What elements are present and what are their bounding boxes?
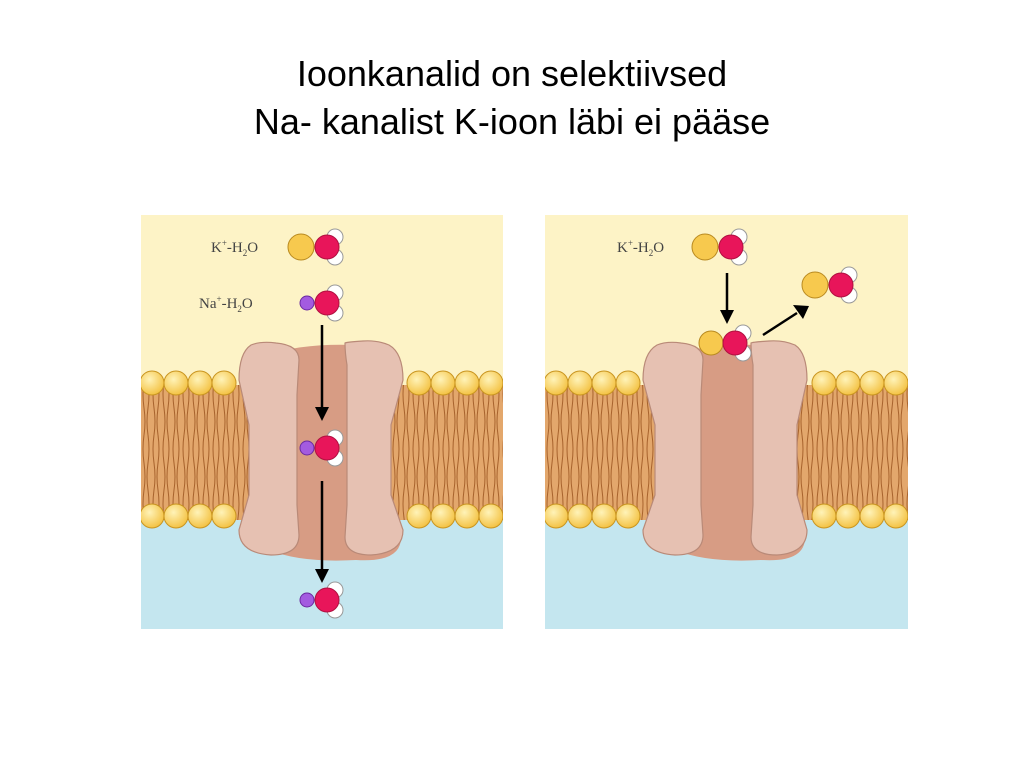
na-water-suffix: O — [242, 296, 253, 312]
k-ion-hydrated-label: K+-H2O — [617, 238, 664, 258]
title-line-1: Ioonkanalid on selektiivsed — [296, 53, 728, 94]
na-channel-panel: K+-H2O Na+-H2O — [141, 215, 503, 629]
k-charge: + — [222, 238, 227, 248]
title-line-2: Na- kanalist K-ioon läbi ei pääse — [253, 101, 771, 142]
arrow-down-1 — [315, 325, 329, 421]
na-ion-symbol: Na — [199, 296, 217, 312]
svg-text:Na+-H2O: Na+-H2O — [199, 294, 253, 314]
k-water-sub: 2 — [649, 248, 654, 258]
lipid-heads-top — [545, 370, 908, 396]
na-water-prefix: -H — [222, 296, 238, 312]
k-water-suffix: O — [247, 240, 258, 256]
arrow-bounce-out — [762, 305, 809, 337]
k-ion-approaching — [691, 228, 748, 266]
k-ion-rejected — [801, 266, 858, 304]
arrow-down-2 — [315, 481, 329, 583]
k-water-suffix: O — [653, 240, 664, 256]
k-rejected-panel: K+-H2O — [545, 215, 908, 629]
k-ion-at-pore — [698, 324, 752, 362]
k-ion-hydrated-label: K+-H2O — [211, 238, 258, 258]
svg-text:K+-H2O: K+-H2O — [211, 238, 258, 258]
k-ion-symbol: K — [617, 240, 628, 256]
lipid-heads-top — [141, 370, 503, 396]
k-charge: + — [628, 238, 633, 248]
ion-channel-na — [642, 340, 808, 561]
ion-channel-na — [238, 340, 404, 561]
lipid-heads-bottom — [545, 503, 908, 529]
svg-text:K+-H2O: K+-H2O — [617, 238, 664, 258]
k-ion-with-water — [287, 228, 344, 266]
k-water-sub: 2 — [243, 248, 248, 258]
k-water-prefix: -H — [227, 240, 243, 256]
na-charge: + — [217, 294, 222, 304]
na-ion-inside-cell — [299, 581, 344, 619]
na-water-sub: 2 — [237, 304, 242, 314]
na-ion-with-water — [299, 284, 344, 322]
lipid-heads-bottom — [141, 503, 503, 529]
na-ion-hydrated-label: Na+-H2O — [199, 294, 253, 314]
arrow-down — [720, 273, 734, 324]
k-ion-symbol: K — [211, 240, 222, 256]
na-ion-in-pore — [299, 429, 344, 467]
k-water-prefix: -H — [633, 240, 649, 256]
